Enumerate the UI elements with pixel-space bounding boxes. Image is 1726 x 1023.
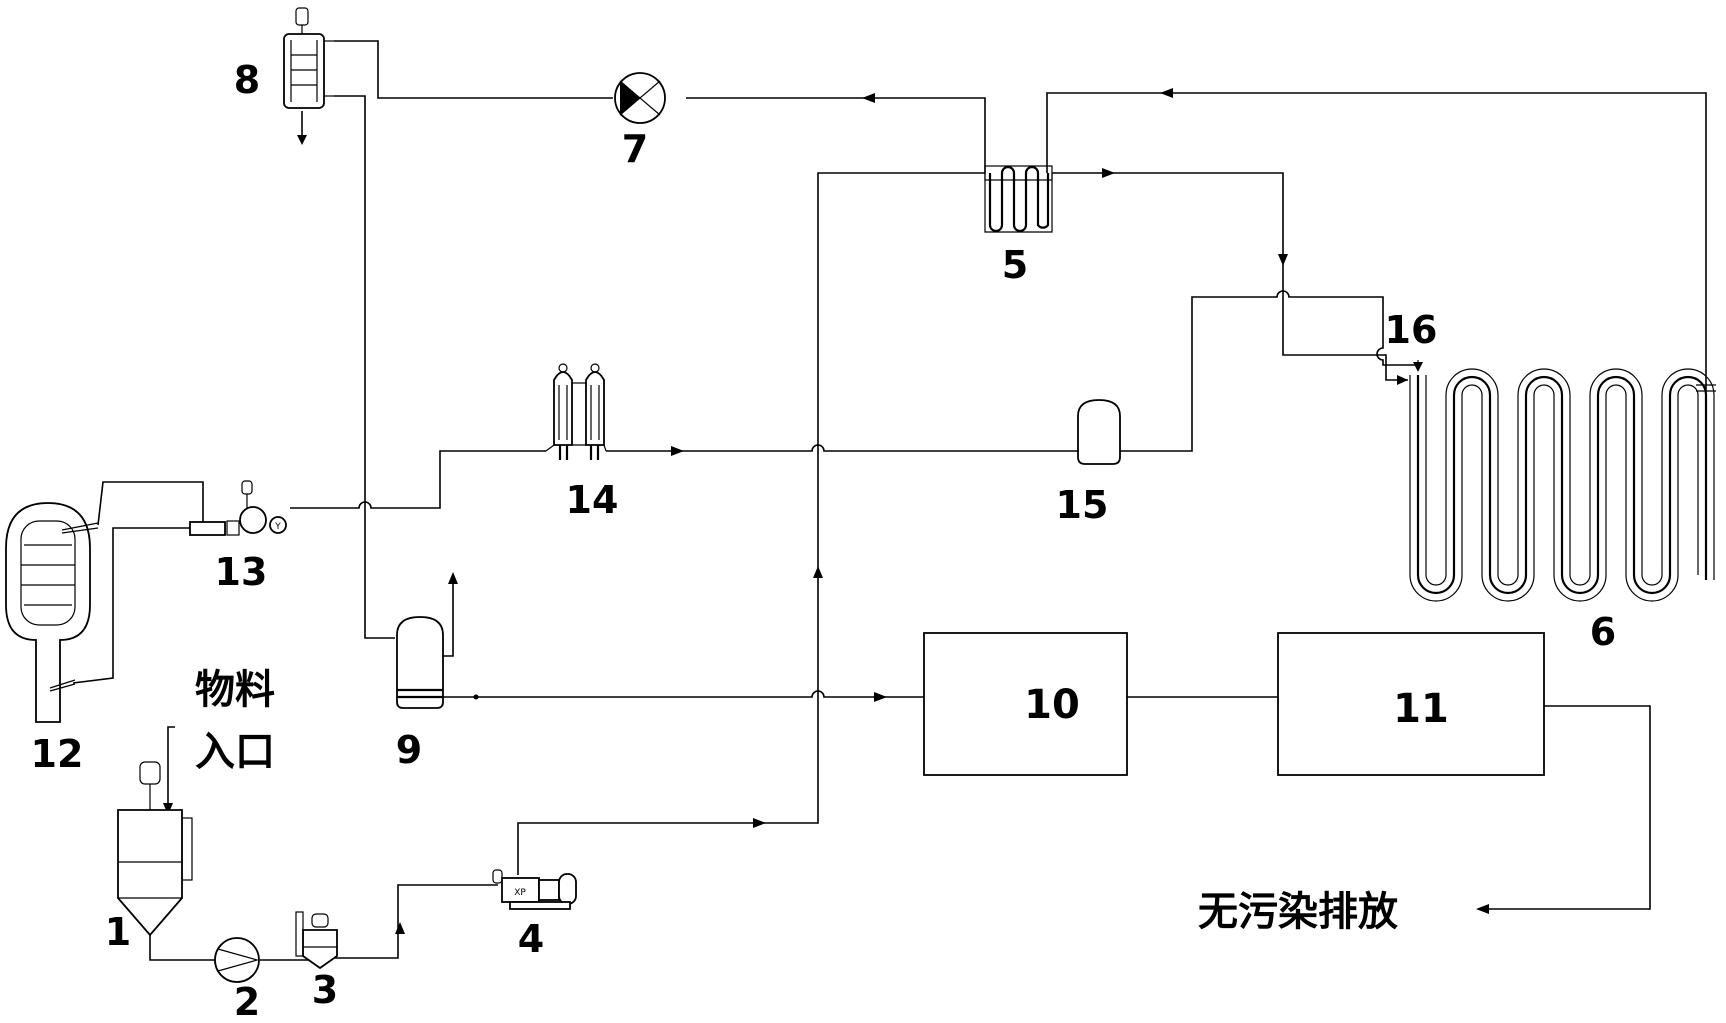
discharge-label: 无污染排放 xyxy=(1198,889,1398,935)
pump-4-motor xyxy=(558,873,577,905)
drum-9-body xyxy=(396,616,444,709)
unit-11-box xyxy=(1277,632,1545,776)
label-11: 11 xyxy=(1393,686,1449,732)
vessel-3 xyxy=(295,911,338,970)
flow-arrow xyxy=(813,566,823,578)
label-13: 13 xyxy=(215,550,268,594)
flow-arrow xyxy=(1278,254,1288,266)
pipe-5-to-7 xyxy=(686,97,986,173)
pump-2-body xyxy=(214,937,260,983)
heat-exchanger-5 xyxy=(984,165,1053,233)
reactor-6-coil xyxy=(1416,375,1708,595)
flow-arrow xyxy=(448,572,458,584)
vessel-3-body xyxy=(302,929,338,970)
label-1: 1 xyxy=(105,910,131,954)
tank-15 xyxy=(1077,399,1121,465)
pipe-13-to-14 xyxy=(290,450,546,509)
svg-text:XP: XP xyxy=(514,888,526,898)
filter-14-b xyxy=(585,371,605,446)
pipe-9-to-10 xyxy=(443,690,924,698)
pipe-6-return xyxy=(1046,92,1707,393)
tank-1-jacket xyxy=(181,817,193,881)
pump-13: Y xyxy=(189,480,287,536)
flow-arrow xyxy=(1476,904,1489,914)
pipe-12-bottom xyxy=(72,527,190,684)
pipe-3-4 xyxy=(330,884,498,959)
pump-13-head xyxy=(239,506,267,534)
stream-labels: 物料 入口 无污染排放 xyxy=(195,667,1398,935)
svg-text:Y: Y xyxy=(274,522,281,532)
unit-10-box xyxy=(923,632,1128,776)
flow-arrow xyxy=(1413,362,1423,372)
pipe-9-vent xyxy=(443,578,454,657)
pipe-12-top xyxy=(97,481,223,528)
pump-4: XP xyxy=(492,869,577,910)
unit-11 xyxy=(1277,632,1545,776)
flow-arrows xyxy=(163,88,1489,934)
flow-arrow xyxy=(1102,168,1115,178)
flash-drum-9 xyxy=(396,616,479,709)
label-10: 10 xyxy=(1024,682,1080,728)
flow-arrow xyxy=(1397,375,1408,385)
feed-inlet-pipe xyxy=(167,726,175,812)
tank-1-motor xyxy=(139,761,161,785)
pump-7 xyxy=(614,72,666,124)
pipe-11-outlet xyxy=(1478,705,1651,910)
flow-arrow xyxy=(163,803,173,815)
feed-inlet-label-line2: 入口 xyxy=(195,729,275,775)
flow-arrow xyxy=(671,446,684,456)
tank-1-vessel xyxy=(117,809,183,937)
vessel-12-body xyxy=(5,502,91,723)
pipe-8-to-9 xyxy=(334,95,395,639)
pipe-15-to-16 xyxy=(1120,290,1418,452)
flow-arrow xyxy=(862,93,875,103)
unit-10 xyxy=(923,632,1128,776)
label-8: 8 xyxy=(234,58,260,102)
pipe-4-riser xyxy=(517,172,985,875)
label-7: 7 xyxy=(622,127,648,171)
pipe-5-to-6 xyxy=(1052,172,1408,381)
pump-2 xyxy=(214,937,260,983)
label-2: 2 xyxy=(234,980,260,1023)
equipment-labels: 1 2 3 4 5 6 7 8 9 10 11 12 13 14 15 16 xyxy=(31,58,1617,1023)
label-3: 3 xyxy=(312,968,338,1012)
pipe-1-2-3 xyxy=(149,935,215,961)
label-16: 16 xyxy=(1385,308,1438,352)
pipe-14-to-15 xyxy=(606,444,1078,452)
pipe-7-to-8 xyxy=(334,40,613,99)
filters-14 xyxy=(545,363,607,460)
flow-arrow xyxy=(1160,88,1173,98)
feed-inlet-label-line1: 物料 xyxy=(195,667,275,713)
flow-arrow xyxy=(874,692,887,702)
flow-arrow xyxy=(753,818,766,828)
coil-reactor-6 xyxy=(1409,368,1716,602)
flow-arrow xyxy=(395,922,405,934)
pump-13-motor xyxy=(189,521,226,536)
filter-14-a xyxy=(553,371,573,446)
label-12: 12 xyxy=(31,732,84,776)
label-5: 5 xyxy=(1002,243,1028,287)
unit-8 xyxy=(283,7,334,109)
label-6: 6 xyxy=(1590,610,1616,654)
label-9: 9 xyxy=(396,728,422,772)
unit-8-body xyxy=(283,33,325,109)
tank-1 xyxy=(117,761,193,937)
label-4: 4 xyxy=(518,917,544,961)
label-14: 14 xyxy=(566,478,619,522)
tank-15-body xyxy=(1077,399,1121,465)
flow-arrow xyxy=(297,135,307,145)
label-15: 15 xyxy=(1056,483,1109,527)
pipelines xyxy=(72,40,1707,961)
vessel-12 xyxy=(5,502,99,723)
